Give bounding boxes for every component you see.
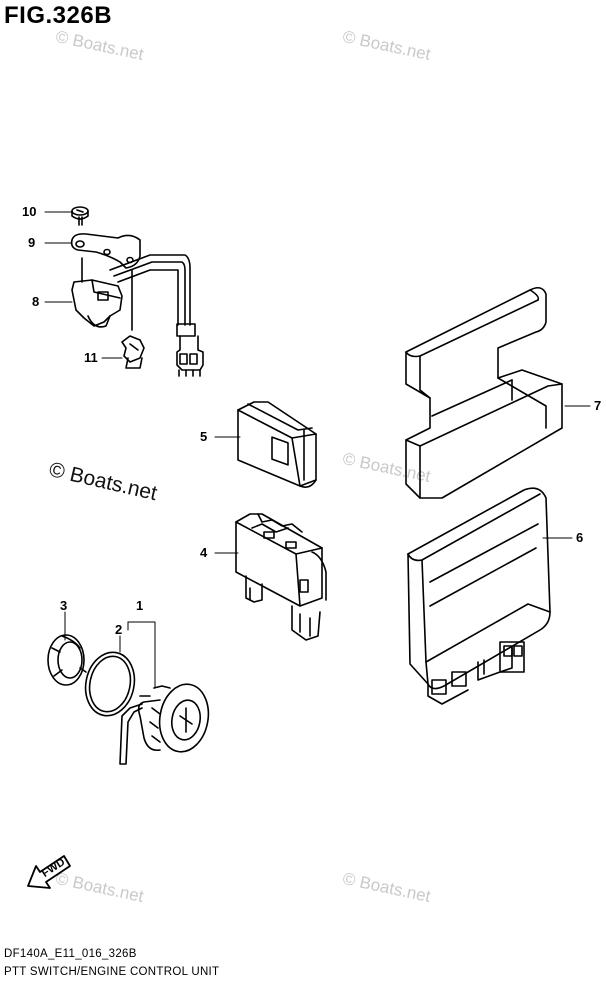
callout-5: 5 bbox=[200, 429, 208, 444]
figure-caption: PTT SWITCH/ENGINE CONTROL UNIT bbox=[4, 966, 220, 978]
figure-title: FIG.326B bbox=[4, 2, 113, 29]
leader-lines bbox=[45, 212, 590, 688]
callout-7: 7 bbox=[594, 398, 602, 413]
callout-8: 8 bbox=[32, 294, 40, 309]
callout-11: 11 bbox=[84, 350, 98, 365]
callout-10: 10 bbox=[22, 204, 37, 219]
part-7-large-cover bbox=[406, 288, 562, 498]
callout-1: 1 bbox=[136, 598, 144, 613]
part-1-ptt-switch bbox=[120, 680, 214, 764]
part-10-screw bbox=[72, 207, 88, 225]
fwd-arrow-icon bbox=[28, 856, 70, 888]
callout-3: 3 bbox=[60, 598, 68, 613]
part-3-ring bbox=[48, 635, 86, 685]
part-11-clamp bbox=[122, 336, 144, 368]
callout-9: 9 bbox=[28, 235, 36, 250]
drawing-code: DF140A_E11_016_326B bbox=[4, 948, 137, 960]
part-6-ecu bbox=[408, 488, 550, 704]
part-9-bracket bbox=[72, 234, 140, 268]
part-8-switch bbox=[72, 258, 132, 330]
callout-6: 6 bbox=[576, 530, 584, 545]
part-4-module bbox=[236, 514, 326, 640]
part-8-harness bbox=[110, 255, 203, 376]
callout-2: 2 bbox=[115, 622, 123, 637]
callout-4: 4 bbox=[200, 545, 208, 560]
part-5-cover bbox=[238, 402, 316, 487]
part-2-oring bbox=[80, 648, 140, 721]
